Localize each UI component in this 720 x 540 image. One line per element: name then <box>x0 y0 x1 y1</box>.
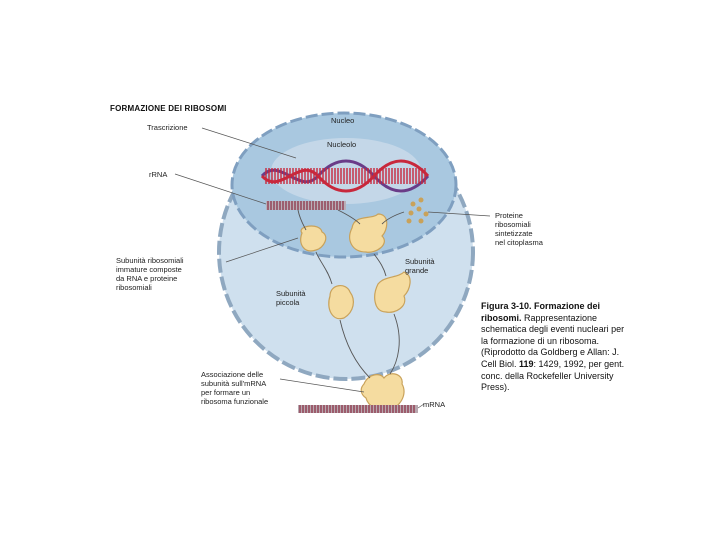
functional-ribosome <box>360 373 405 411</box>
process-arrows <box>297 209 405 379</box>
caption-body: Rappresentazione schematica degli eventi… <box>481 312 625 369</box>
rrna-strand <box>266 201 346 210</box>
label-subunita-piccola: Subunità piccola <box>276 289 306 307</box>
figure-caption: Figura 3-10. Formazione dei ribosomi. Ra… <box>481 301 631 394</box>
label-nucleolo: Nucleolo <box>327 140 357 149</box>
immature-small-subunit <box>300 225 327 252</box>
mrna-strand <box>298 405 418 413</box>
label-rrna: rRNA <box>149 170 168 179</box>
small-subunit <box>328 285 354 320</box>
label-nucleo: Nucleo <box>331 116 355 125</box>
label-trascrizione: Trascrizione <box>147 123 188 132</box>
label-mrna: mRNA <box>423 400 446 409</box>
label-subunita-grande: Subunità grande <box>405 257 435 275</box>
label-subunita-immature: Subunità ribosomiali immature composte d… <box>116 256 184 292</box>
label-proteine-ribosomiali: Proteine ribosomiali sintetizzate nel ci… <box>495 211 543 247</box>
diagram-title: FORMAZIONE DEI RIBOSOMI <box>110 104 227 113</box>
large-subunit <box>374 271 411 313</box>
dna-helix <box>260 159 430 193</box>
nucleolus <box>271 138 421 204</box>
caption-tail: : 1429, 1992, per gent. conc. della Rock… <box>481 358 625 393</box>
caption-volume: 119 <box>519 358 534 369</box>
ribosomal-proteins-dots <box>406 197 429 224</box>
leader-lines <box>174 127 491 409</box>
caption-heading: Figura 3-10. Formazione dei ribosomi. <box>481 301 601 323</box>
label-associazione: Associazione delle subunità sull'mRNA pe… <box>201 370 269 406</box>
